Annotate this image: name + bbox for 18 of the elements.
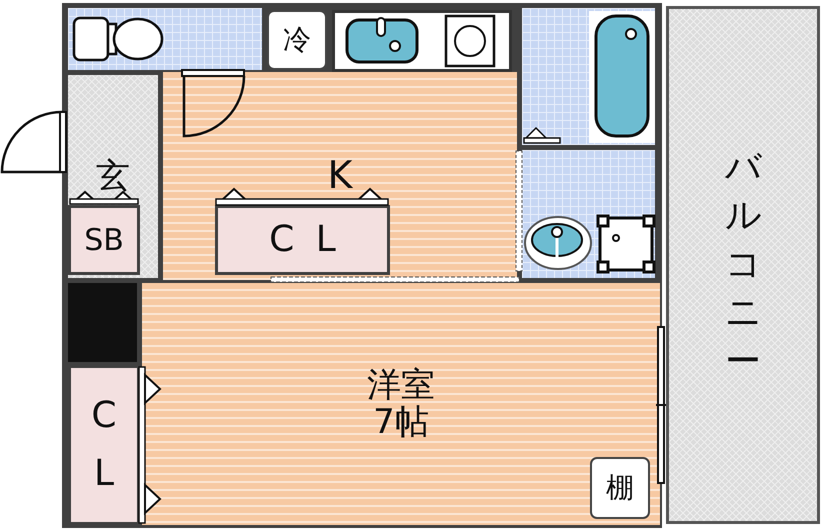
- room-label: C L: [90, 394, 118, 496]
- western-room: [142, 283, 660, 525]
- shoe-box: [68, 205, 140, 275]
- room-label: 冷: [283, 24, 311, 56]
- kitchen-room: [163, 72, 517, 280]
- room-label: C L: [269, 220, 336, 260]
- closet: [215, 205, 390, 275]
- room-label: SB: [84, 224, 124, 256]
- fridge-space: [267, 10, 327, 70]
- entrance-area: [68, 75, 158, 278]
- room-label: バルコニー: [725, 146, 761, 384]
- room-label: 7帖: [373, 404, 429, 442]
- room-label: 棚: [606, 472, 634, 504]
- closet: [68, 365, 140, 525]
- room-label: 洋室: [367, 366, 435, 404]
- shelf: [590, 457, 650, 519]
- room-label: 玄: [96, 158, 130, 196]
- room-label: K: [328, 155, 352, 197]
